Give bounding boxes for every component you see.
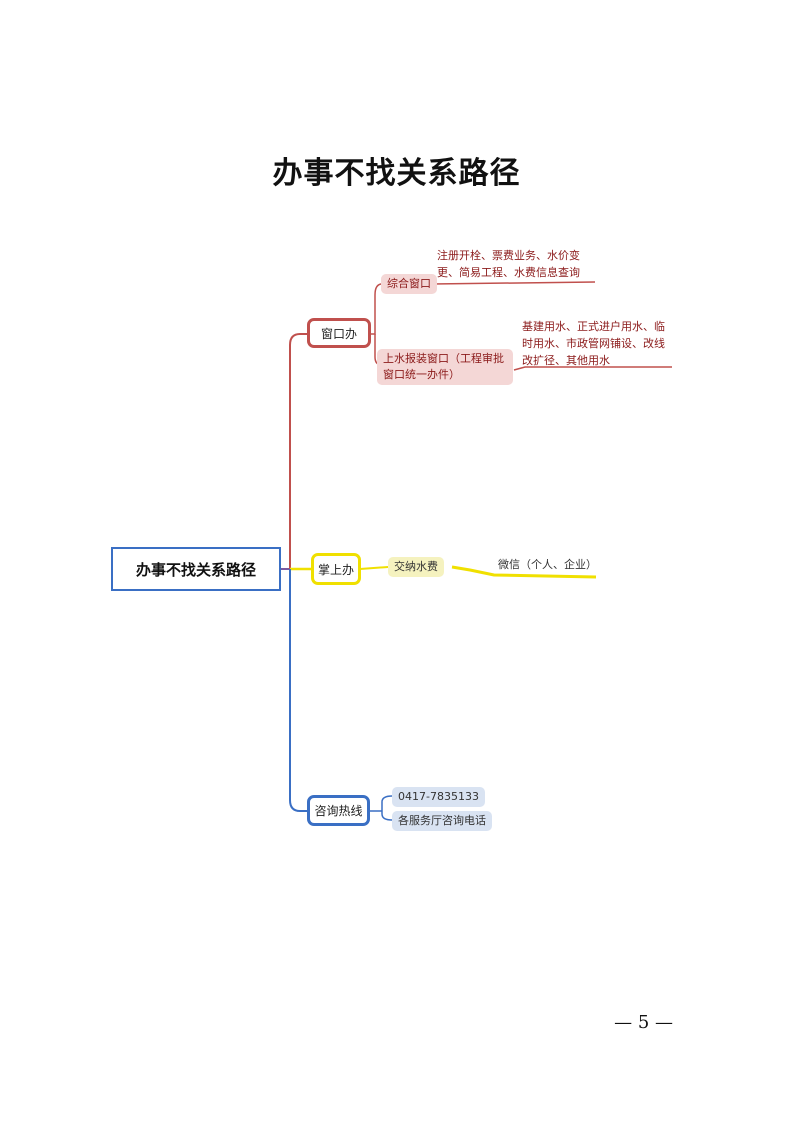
- connector-to-hotline: [289, 569, 307, 812]
- node-hall-hotlines: 各服务厅咨询电话: [392, 811, 492, 831]
- branch-mobile: 掌上办: [311, 553, 361, 585]
- root-node: 办事不找关系路径: [111, 547, 281, 591]
- connector-mobile-leaf: [451, 565, 597, 579]
- branch-hotline: 咨询热线: [307, 795, 370, 826]
- leaf-water-installation-services: 基建用水、正式进户用水、临时用水、市政管网铺设、改线改扩径、其他用水: [522, 320, 665, 367]
- connector-mobile-sub1: [359, 566, 389, 570]
- connector-sub2-leaf: [513, 366, 672, 371]
- leaf-wechat: 微信（个人、企业）: [498, 558, 597, 571]
- connector-sub1-leaf: [431, 281, 596, 285]
- node-water-installation-window: 上水报装窗口（工程审批窗口统一办件）: [377, 349, 513, 385]
- page-title: 办事不找关系路径: [272, 156, 521, 191]
- node-pay-water-fee: 交纳水费: [388, 557, 444, 577]
- node-comprehensive-window: 综合窗口: [381, 274, 437, 294]
- branch-window: 窗口办: [307, 318, 371, 348]
- leaf-comprehensive-window-services: 注册开栓、票费业务、水价变更、简易工程、水费信息查询: [437, 249, 580, 279]
- connector-window-sub1: [370, 283, 383, 335]
- connector-to-window: [289, 333, 307, 569]
- connector-hotline-items: [368, 795, 393, 821]
- node-hotline-number: 0417-7835133: [392, 787, 485, 807]
- page-number: — 5 —: [614, 1012, 673, 1033]
